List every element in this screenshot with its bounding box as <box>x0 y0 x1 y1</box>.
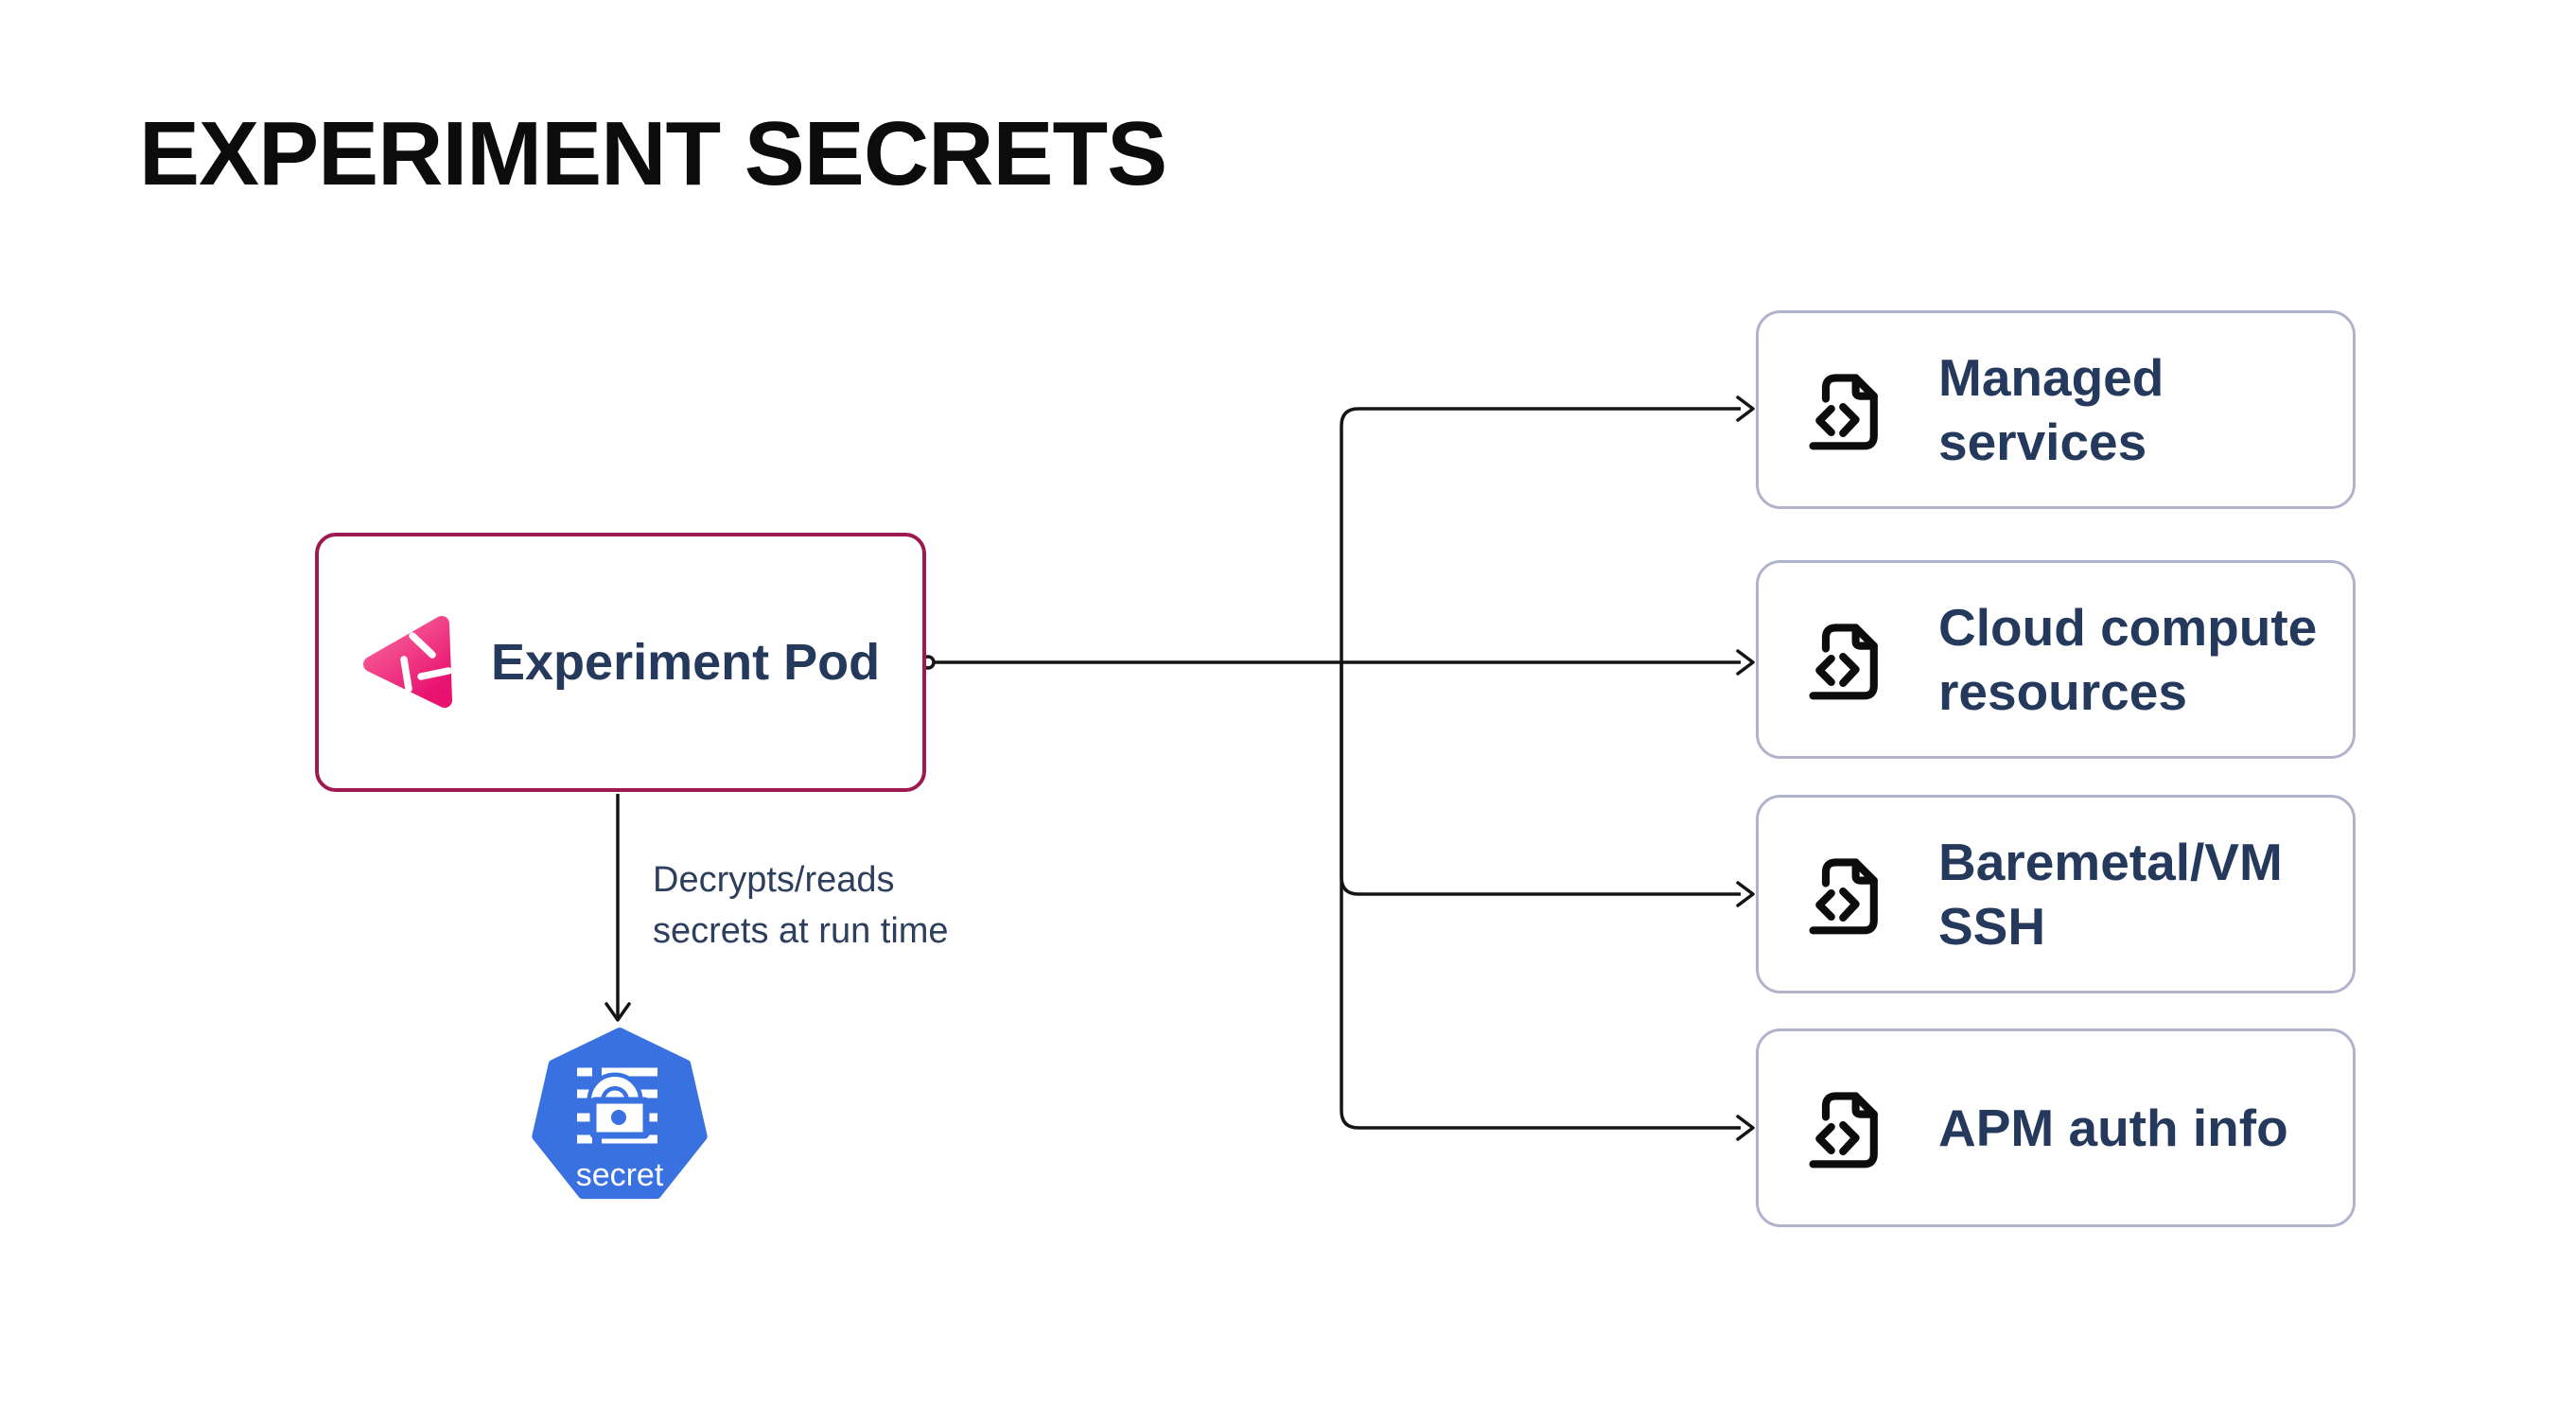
arrowhead-icon <box>1736 1115 1755 1141</box>
edge-apm <box>1340 662 1741 1130</box>
edge-managed-services <box>1340 407 1741 662</box>
target-label: APM auth info <box>1938 1098 2288 1157</box>
experiment-pod-node: Experiment Pod <box>315 533 926 792</box>
target-box-managed-services: Managed services <box>1756 310 2356 509</box>
edge-baremetal <box>1340 662 1741 896</box>
file-code-icon <box>1809 1092 1878 1169</box>
lock-icon <box>587 1072 650 1139</box>
target-box-cloud-compute: Cloud compute resources <box>1756 560 2356 759</box>
file-code-icon <box>1809 624 1878 700</box>
arrowhead-icon <box>1736 881 1755 907</box>
file-code-icon <box>1809 858 1878 935</box>
experiment-pod-logo-icon <box>363 616 452 708</box>
page-title: EXPERIMENT SECRETS <box>139 103 1167 204</box>
target-box-apm-auth: APM auth info <box>1756 1028 2356 1227</box>
file-code-icon <box>1809 374 1878 450</box>
kubernetes-secret-icon: secret <box>532 1028 708 1200</box>
target-label: Baremetal/VM SSH <box>1938 833 2283 956</box>
arrowhead-icon <box>1736 649 1755 676</box>
secret-label: secret <box>576 1157 664 1193</box>
arrowhead-icon <box>1736 395 1755 422</box>
arrowhead-icon <box>605 1002 631 1022</box>
experiment-pod-label: Experiment Pod <box>491 634 881 691</box>
edge-annotation: Decrypts/reads secrets at run time <box>653 860 949 951</box>
target-box-baremetal-ssh: Baremetal/VM SSH <box>1756 795 2356 993</box>
target-label: Managed services <box>1938 348 2164 471</box>
target-label: Cloud compute resources <box>1938 598 2318 721</box>
